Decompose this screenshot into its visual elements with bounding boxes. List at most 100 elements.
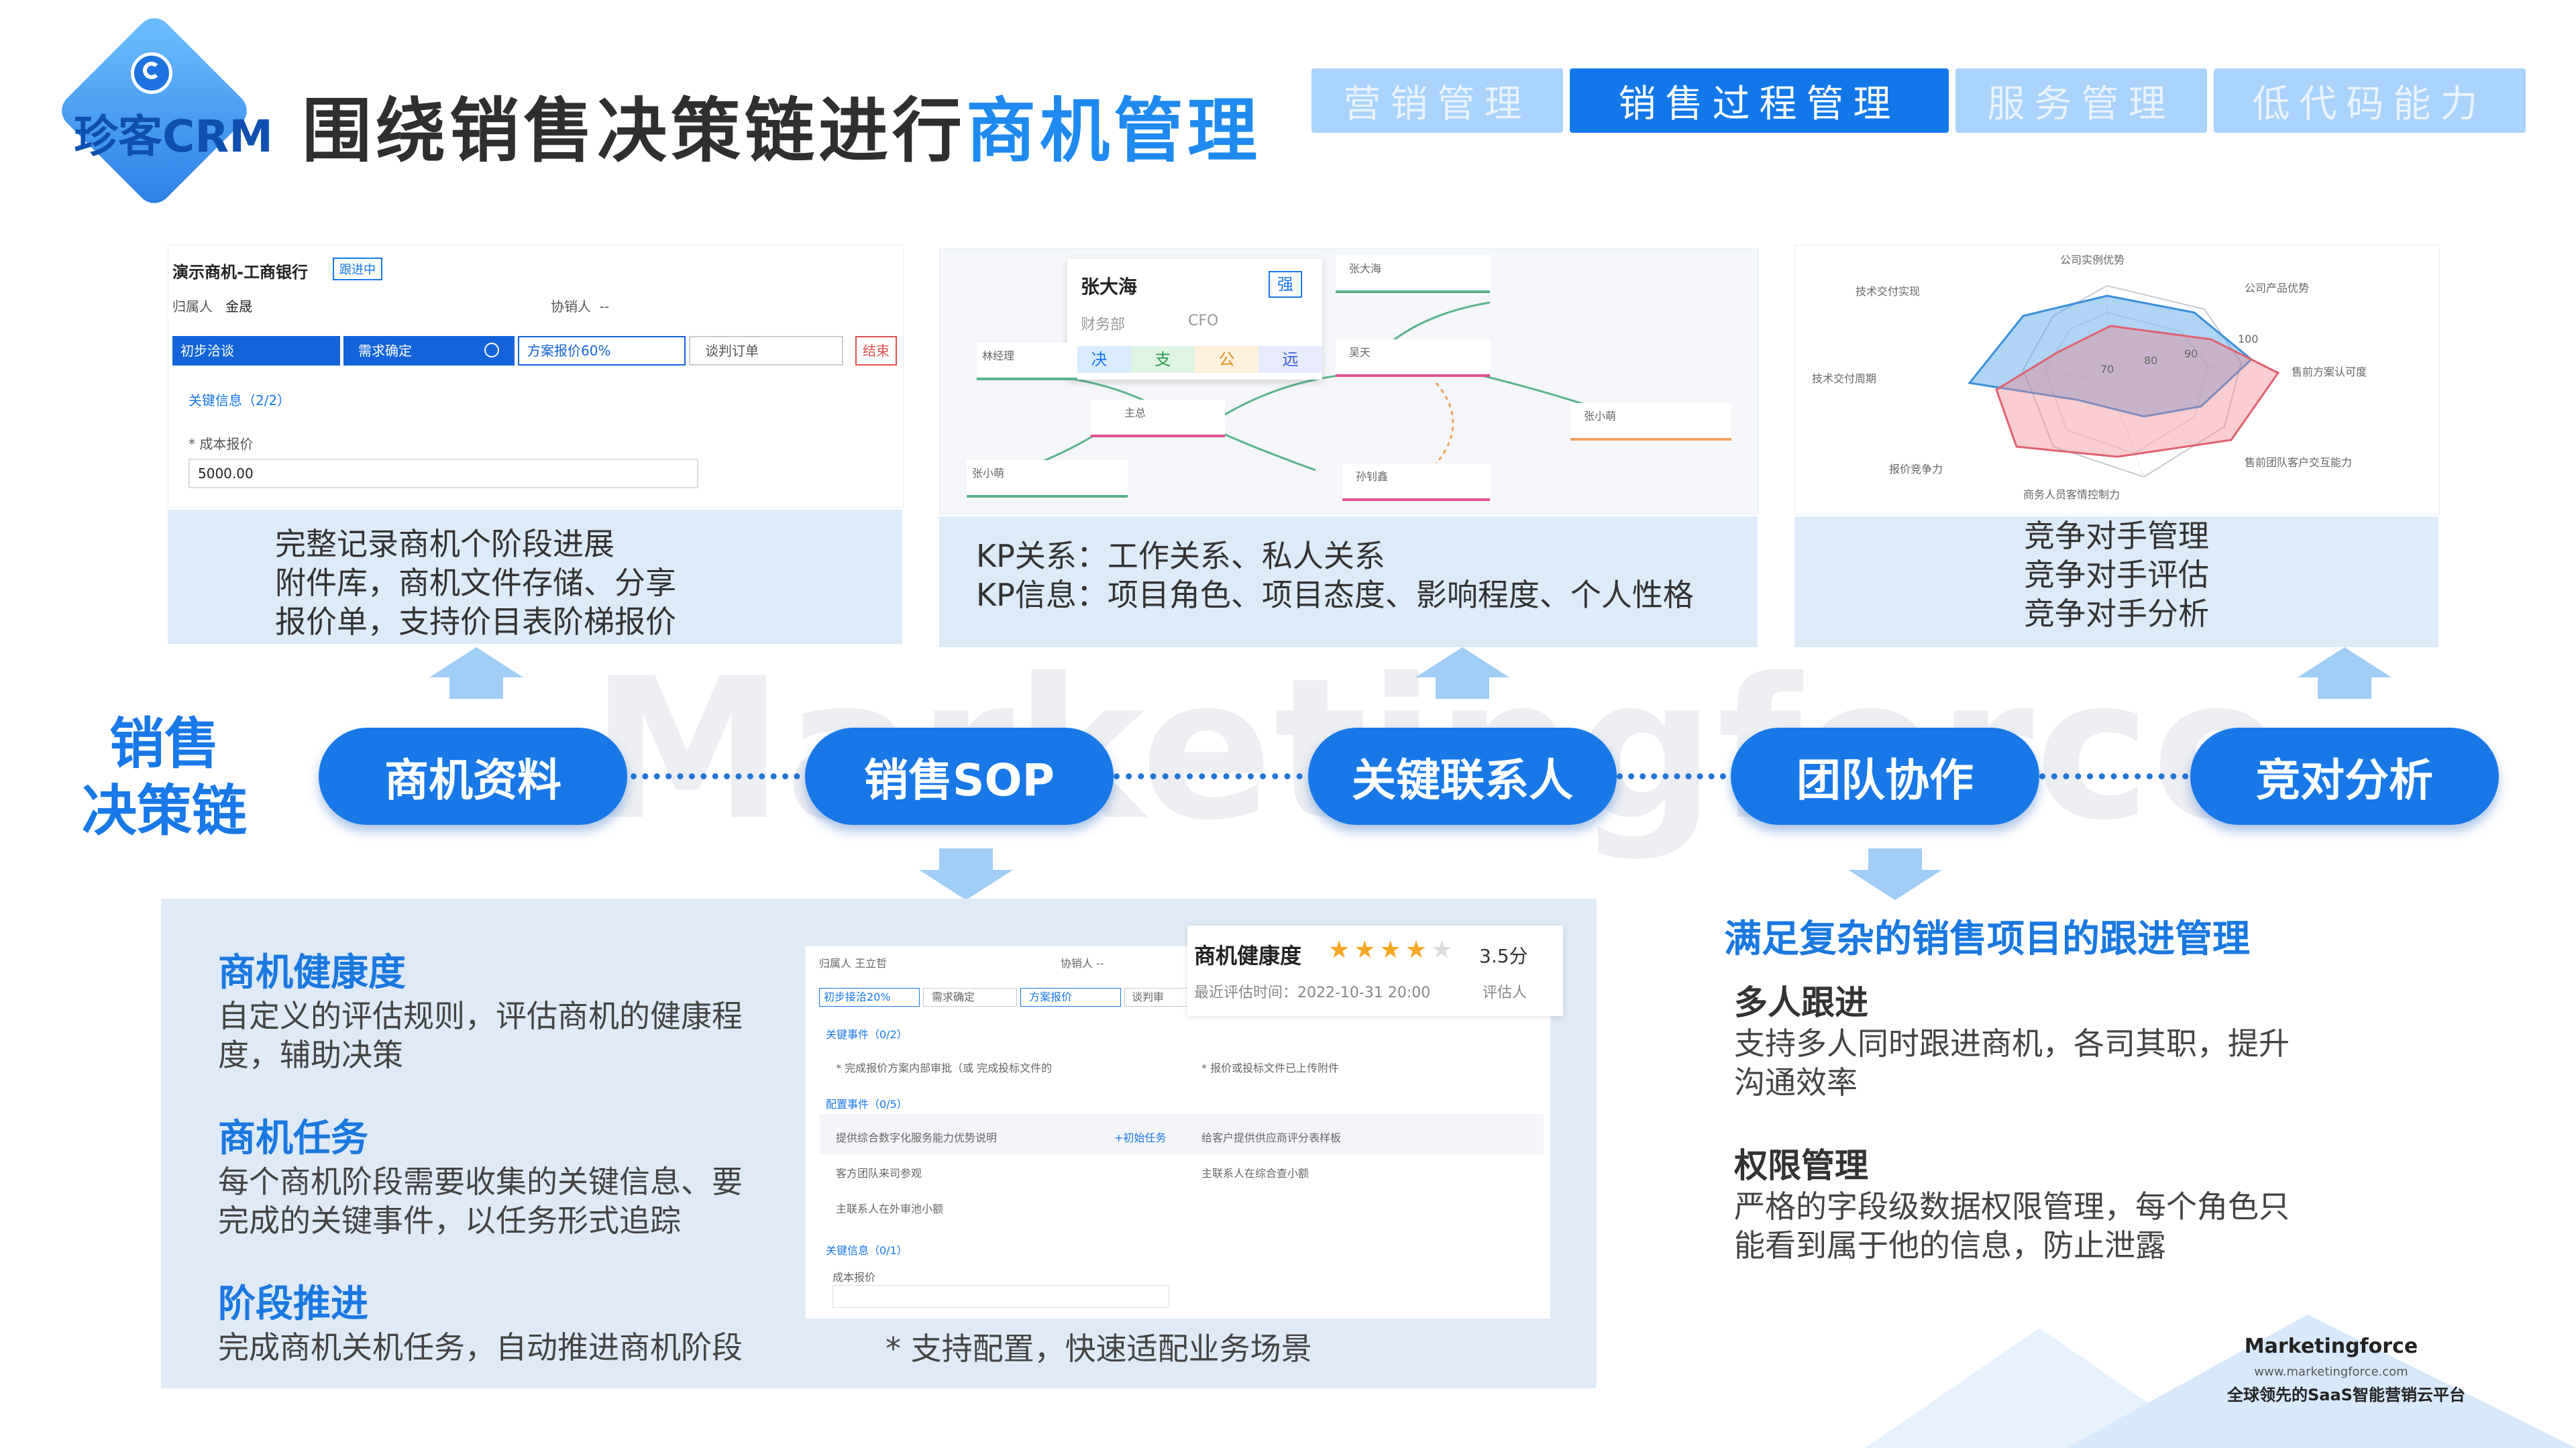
- section-config-events[interactable]: 配置事件（0/5）: [826, 1098, 908, 1111]
- stage-bar: 初步接洽20% 需求确定 方案报价 谈判审: [819, 988, 1195, 1007]
- star-empty-icon: ★: [1431, 936, 1457, 964]
- tab-sales-process[interactable]: 销售过程管理: [1570, 68, 1949, 133]
- radar-label: 售前方案认可度: [2292, 366, 2367, 378]
- kp-node-name: 孙钊鑫: [1356, 470, 1389, 483]
- star-icon: ★★★★: [1328, 936, 1432, 964]
- caption-line: 完整记录商机个阶段进展: [275, 526, 614, 562]
- radar-tick: 80: [2144, 354, 2158, 367]
- role-cell-support: 支: [1131, 346, 1195, 373]
- contact-dept: 财务部: [1081, 317, 1126, 333]
- caption-line: 附件库，商机文件存储、分享: [275, 565, 676, 601]
- sop-feature-list: 商机健康度 自定义的评估规则，评估商机的健康程 度，辅助决策 商机任务 每个商机…: [218, 942, 808, 1367]
- highlight-row: [819, 1114, 1544, 1154]
- radar-tick: 90: [2184, 347, 2198, 360]
- owner-value: 王立哲: [855, 957, 888, 970]
- contact-role: CFO: [1188, 313, 1219, 329]
- collab-value: --: [599, 298, 610, 315]
- competitor-radar-chart: 公司实例优势 公司产品优势 售前方案认可度 售前团队客户交互能力 商务人员客情控…: [1794, 245, 2440, 514]
- arrow-up-icon: [429, 647, 523, 699]
- star-rating: ★★★★★: [1328, 936, 1456, 964]
- kp-node-name: 张小萌: [972, 467, 1005, 480]
- section-key-events[interactable]: 关键事件（0/2）: [826, 1028, 908, 1041]
- add-task-link[interactable]: +初始任务: [1114, 1131, 1167, 1144]
- chain-connector: [2039, 773, 2200, 779]
- side-title-line: 销售: [109, 712, 219, 776]
- relationship-map-screenshot: 张大海 强 财务部 CFO 决 支 公 远 林经理 主总 张小萌 吴天 张小萌 …: [939, 248, 1759, 514]
- stage-3[interactable]: 方案报价60%: [518, 336, 686, 366]
- key-info-section: 关键信息（2/2）: [189, 392, 291, 408]
- status-badge: 跟进中: [333, 258, 382, 280]
- stage-1[interactable]: 初步洽谈: [172, 336, 340, 366]
- chain-node-opportunity-info[interactable]: 商机资料: [319, 728, 627, 825]
- kp-node[interactable]: 张大海: [1336, 256, 1490, 293]
- contact-card[interactable]: 张大海 强 财务部 CFO 决 支 公 远: [1067, 259, 1322, 380]
- kp-node[interactable]: 吴天: [1336, 339, 1490, 377]
- feature-title: 商机健康度: [218, 951, 406, 995]
- caption-opportunity: 完整记录商机个阶段进展 附件库，商机文件存储、分享 报价单，支持价目表阶梯报价: [168, 510, 902, 644]
- caption-line: KP关系：工作关系、私人关系: [976, 538, 1385, 574]
- task-item[interactable]: 主联系人在综合查小额: [1201, 1167, 1309, 1180]
- kp-node[interactable]: 张小萌: [1570, 403, 1731, 441]
- caption-line: 竞争对手管理: [2024, 518, 2209, 554]
- kp-node[interactable]: 林经理: [977, 343, 1077, 380]
- feature-text: 完成的关键事件，以任务形式追踪: [218, 1203, 681, 1239]
- radar-svg: [1968, 284, 2280, 478]
- eval-person: 评估人: [1483, 985, 1527, 1001]
- field-label: 成本报价: [833, 1271, 876, 1284]
- cost-input[interactable]: 5000.00: [189, 459, 698, 488]
- task-item[interactable]: * 报价或投标文件已上传附件: [1201, 1062, 1340, 1074]
- kp-node[interactable]: 张小萌: [967, 460, 1128, 498]
- footer-url: www.marketingforce.com: [2254, 1365, 2408, 1379]
- radar-label: 售前团队客户交互能力: [2245, 456, 2353, 469]
- radar-tick: 70: [2100, 363, 2114, 376]
- task-item[interactable]: 主联系人在外审池小额: [836, 1203, 944, 1215]
- stage-2[interactable]: 需求确定: [923, 988, 1017, 1007]
- kp-node[interactable]: 孙钊鑫: [1342, 463, 1490, 501]
- block-text: 支持多人同时跟进商机，各司其职，提升: [1734, 1025, 2290, 1062]
- stage-4[interactable]: 谈判审: [1124, 988, 1195, 1007]
- footer-slogan: 全球领先的SaaS智能营销云平台: [2227, 1386, 2465, 1404]
- chain-node-key-contacts[interactable]: 关键联系人: [1308, 728, 1617, 825]
- chain-node-competitor[interactable]: 竞对分析: [2190, 728, 2499, 825]
- chain-node-sales-sop[interactable]: 销售SOP: [805, 728, 1114, 825]
- stage-4[interactable]: 谈判订单: [689, 336, 843, 366]
- tab-marketing[interactable]: 营销管理: [1311, 68, 1563, 133]
- task-item[interactable]: 给客户提供供应商评分表样板: [1201, 1131, 1342, 1144]
- tab-service[interactable]: 服务管理: [1955, 68, 2207, 133]
- info-icon: [484, 343, 499, 357]
- task-item[interactable]: 提供综合数字化服务能力优势说明: [836, 1131, 998, 1144]
- strength-tag: 强: [1269, 271, 1302, 298]
- tab-low-code[interactable]: 低代码能力: [2214, 68, 2526, 133]
- side-title-line: 决策链: [81, 779, 247, 843]
- feature-text: 度，辅助决策: [218, 1037, 403, 1073]
- footer-brand: Marketingforce: [2244, 1335, 2418, 1358]
- stage-3[interactable]: 方案报价: [1020, 988, 1121, 1007]
- caption-key-contacts: KP关系：工作关系、私人关系 KP信息：项目角色、项目态度、影响程度、个人性格: [939, 516, 1758, 647]
- task-item[interactable]: 客方团队来司参观: [836, 1167, 922, 1180]
- section-key-info[interactable]: 关键信息（0/1）: [826, 1244, 908, 1257]
- mountain-decoration: [1865, 1315, 2576, 1448]
- kp-node[interactable]: 主总: [1091, 400, 1225, 437]
- caption-line: KP信息：项目角色、项目态度、影响程度、个人性格: [976, 577, 1694, 613]
- chain-connector: [1114, 773, 1315, 779]
- kp-node-name: 吴天: [1349, 346, 1371, 359]
- role-cell-public: 公: [1195, 346, 1258, 373]
- caption-line: 竞争对手分析: [2024, 596, 2209, 632]
- arrow-up-icon: [1415, 647, 1509, 699]
- radar-label: 公司实例优势: [2060, 254, 2125, 266]
- stage-end[interactable]: 结束: [855, 336, 897, 366]
- eval-time: 最近评估时间：2022-10-31 20:00: [1194, 985, 1431, 1001]
- collab-label: 协销人: [551, 298, 591, 315]
- owner-label: 归属人: [172, 298, 213, 315]
- cost-input[interactable]: [833, 1285, 1169, 1308]
- radar-label: 技术交付实现: [1856, 285, 1921, 298]
- block-title: 权限管理: [1734, 1146, 1868, 1185]
- task-item[interactable]: * 完成报价方案内部审批（或 完成投标文件的: [836, 1062, 1053, 1074]
- stage-1[interactable]: 初步接洽20%: [819, 988, 920, 1007]
- arrow-down-icon: [1848, 848, 1942, 900]
- chain-node-team-collab[interactable]: 团队协作: [1731, 728, 2039, 825]
- team-collab-blocks: 多人跟进 支持多人同时跟进商机，各司其职，提升 沟通效率 权限管理 严格的字段级…: [1734, 976, 2472, 1265]
- block-text: 能看到属于他的信息，防止泄露: [1734, 1227, 2166, 1264]
- chain-connector: [1617, 773, 1737, 779]
- feature-text: 每个商机阶段需要收集的关键信息、要: [218, 1164, 743, 1200]
